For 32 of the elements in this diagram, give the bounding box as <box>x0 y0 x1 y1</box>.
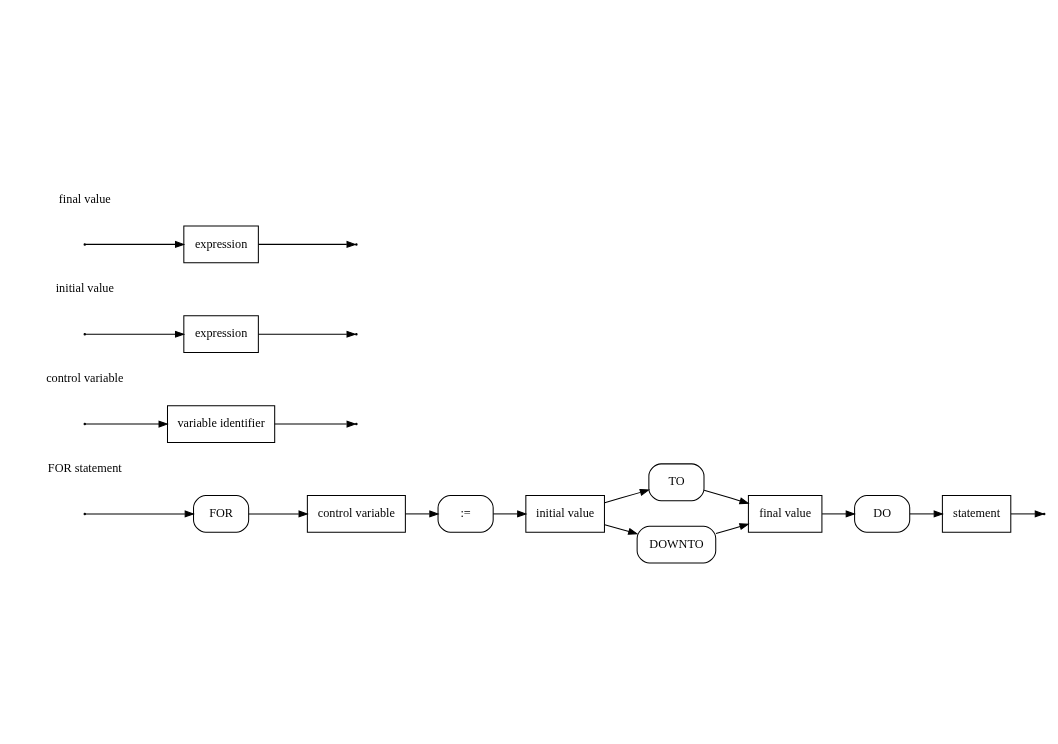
node-box: variable identifier <box>167 405 276 443</box>
arrow <box>604 489 651 504</box>
node-box: DO <box>854 495 911 533</box>
arrow <box>715 523 750 534</box>
arrow <box>492 510 528 518</box>
node-box: initial value <box>525 495 605 533</box>
label: control variable <box>46 371 124 386</box>
label: final value <box>58 191 111 206</box>
arrow <box>85 330 186 338</box>
arrow <box>258 240 357 248</box>
node-box: expression <box>183 225 259 264</box>
node-box: final value <box>747 495 823 533</box>
arrow <box>274 420 357 428</box>
arrow <box>248 510 309 518</box>
arrow <box>604 524 639 535</box>
node-box: FOR <box>193 495 250 533</box>
arrow <box>85 240 186 248</box>
node-box: DOWNTO <box>636 525 717 564</box>
label: FOR statement <box>47 461 122 476</box>
arrow <box>405 510 440 518</box>
arrow <box>703 489 750 505</box>
node-box: expression <box>183 315 259 354</box>
node-box: statement <box>941 495 1012 533</box>
arrow <box>258 330 357 338</box>
arrow <box>821 510 856 518</box>
label: initial value <box>55 281 114 296</box>
node-box: TO <box>648 463 705 502</box>
arrow <box>85 420 169 428</box>
arrow <box>85 510 195 518</box>
node-box: := <box>437 495 494 533</box>
node-box: control variable <box>306 495 406 533</box>
arrow <box>909 510 944 518</box>
